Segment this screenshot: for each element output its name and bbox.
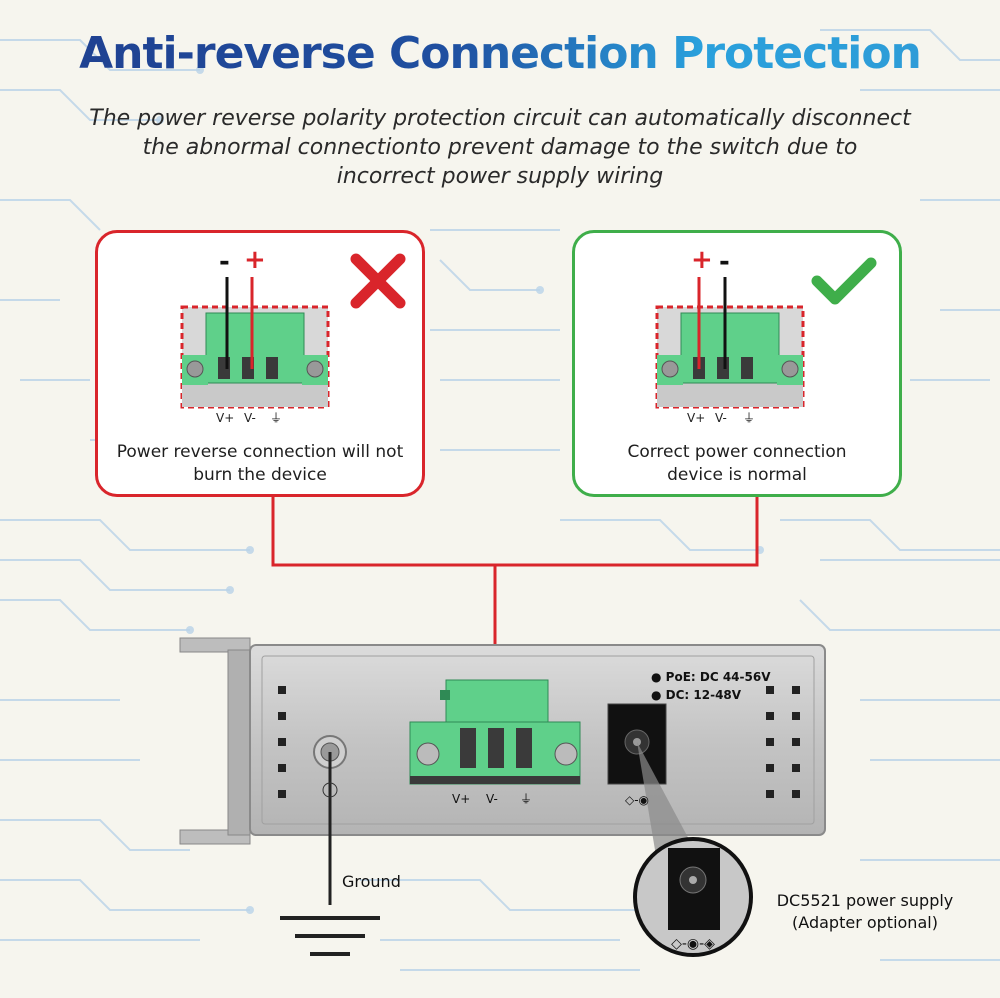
device-terminal-label: V+ bbox=[452, 792, 471, 806]
dc-power-label: DC5521 power supply (Adapter optional) bbox=[760, 890, 970, 934]
dc-label-line: DC5521 power supply bbox=[776, 891, 954, 910]
wrong-connection-card: - + V+ V- ⏚ Power reverse connection wil… bbox=[95, 230, 425, 497]
caption-line: Power reverse connection will not bbox=[116, 442, 404, 462]
subtitle-line: incorrect power supply wiring bbox=[336, 164, 664, 189]
subtitle-line: the abnormal connectionto prevent damage… bbox=[142, 135, 858, 160]
negative-sign: - bbox=[719, 247, 730, 277]
svg-text:◇-◉-◈: ◇-◉-◈ bbox=[671, 936, 715, 952]
ground-symbol: ⏚ bbox=[743, 411, 756, 425]
terminal-label: V- bbox=[244, 411, 256, 425]
caption-line: device is normal bbox=[667, 465, 807, 485]
poe-spec-text: PoE: DC 44-56V bbox=[665, 670, 771, 684]
subtitle-line: The power reverse polarity protection ci… bbox=[89, 106, 911, 131]
device-ground-symbol: ⏚ bbox=[520, 792, 533, 806]
dc-spec: ● DC: 12-48V bbox=[651, 688, 742, 702]
device-terminal-label: V- bbox=[486, 792, 498, 806]
ground-label: Ground bbox=[342, 872, 401, 891]
page-title: Anti-reverse Connection Protection bbox=[0, 28, 1000, 79]
correct-card-caption: Correct power connection device is norma… bbox=[575, 441, 899, 487]
cross-icon bbox=[350, 253, 406, 309]
dc-spec-text: DC: 12-48V bbox=[665, 688, 742, 702]
wrong-card-caption: Power reverse connection will not burn t… bbox=[98, 441, 422, 487]
poe-spec: ● PoE: DC 44-56V bbox=[651, 670, 771, 684]
terminal-label: V+ bbox=[216, 411, 235, 425]
positive-sign: + bbox=[691, 245, 713, 275]
svg-text:◇-◉: ◇-◉ bbox=[625, 793, 649, 807]
correct-connection-card: + - V+ V- ⏚ Correct power connection dev… bbox=[572, 230, 902, 497]
positive-sign: + bbox=[244, 245, 266, 275]
terminal-label: V+ bbox=[687, 411, 706, 425]
caption-line: burn the device bbox=[193, 465, 327, 485]
subtitle: The power reverse polarity protection ci… bbox=[60, 104, 940, 191]
dc-label-line: (Adapter optional) bbox=[792, 913, 938, 932]
terminal-block bbox=[655, 277, 805, 409]
terminal-label: V- bbox=[715, 411, 727, 425]
terminal-block bbox=[180, 277, 330, 409]
check-icon bbox=[811, 257, 877, 305]
ground-symbol: ⏚ bbox=[270, 411, 283, 425]
negative-sign: - bbox=[219, 247, 230, 277]
caption-line: Correct power connection bbox=[627, 442, 847, 462]
